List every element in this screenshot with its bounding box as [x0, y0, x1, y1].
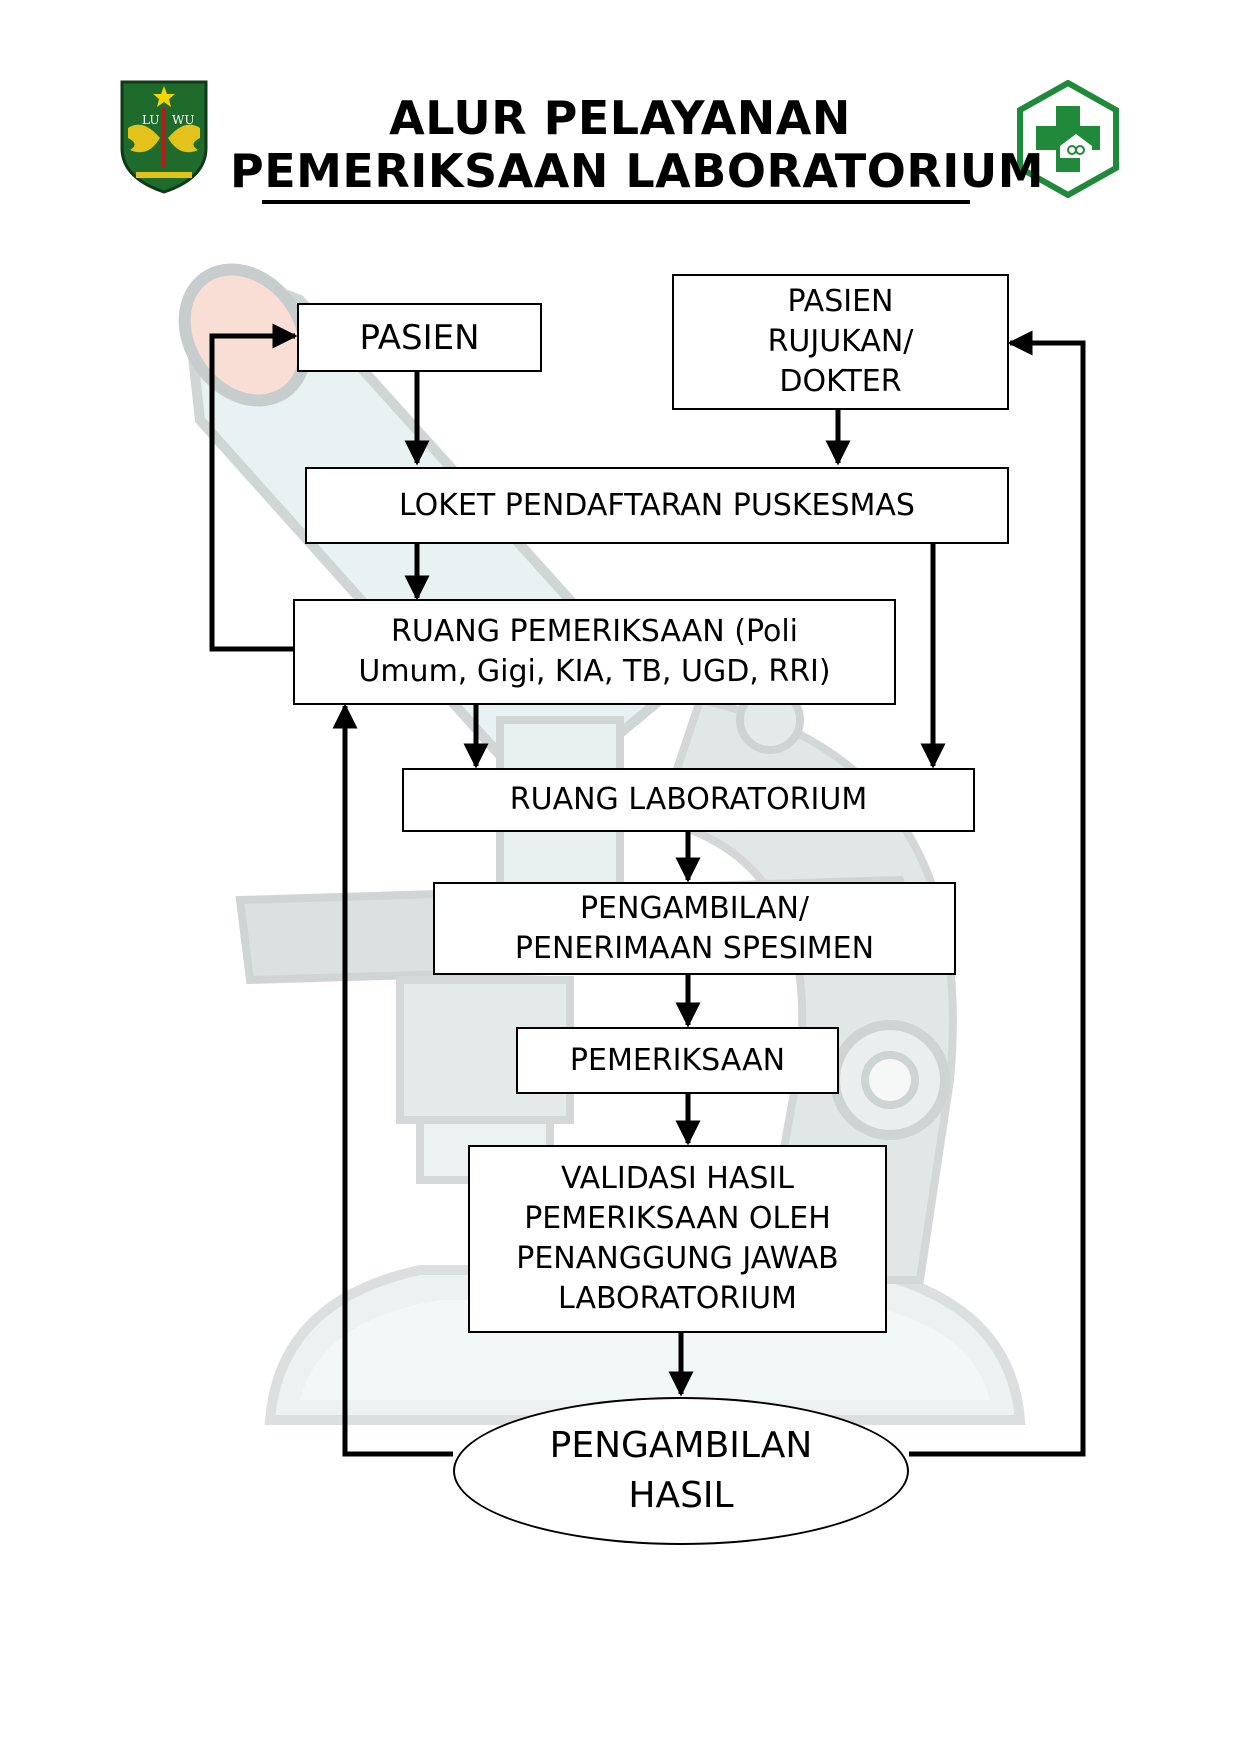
box-lab-label: RUANG LABORATORIUM: [509, 782, 868, 817]
box-ruang-line-1: RUANG PEMERIKSAAN (Poli: [390, 614, 798, 649]
box-pemeriksaan-label: PEMERIKSAAN: [569, 1042, 786, 1078]
box-ruang-laboratorium: RUANG LABORATORIUM: [402, 768, 975, 832]
oval-line-2: HASIL: [628, 1475, 734, 1516]
arrow-hasil-ruang: [332, 703, 453, 1457]
box-validasi-line-1: VALIDASI HASIL: [561, 1161, 794, 1196]
box-rujukan-line-3: DOKTER: [779, 364, 902, 399]
arrow-hasil-rujukan: [909, 330, 1086, 1457]
box-ruang-pemeriksaan: RUANG PEMERIKSAAN (Poli Umum, Gigi, KIA,…: [293, 599, 896, 705]
title-line-2: PEMERIKSAAN LABORATORIUM: [230, 144, 1045, 198]
box-spesimen-line-1: PENGAMBILAN/: [579, 890, 810, 926]
box-validasi-line-2: PEMERIKSAAN OLEH: [524, 1201, 831, 1236]
box-validasi-hasil: VALIDASI HASIL PEMERIKSAAN OLEH PENANGGU…: [468, 1145, 887, 1333]
arrow-ruang-pasien-loop: [209, 323, 298, 652]
luwu-regency-emblem-icon: LU WU: [120, 80, 208, 194]
box-loket-pendaftaran: LOKET PENDAFTARAN PUSKESMAS: [305, 467, 1009, 544]
box-validasi-line-3: PENANGGUNG JAWAB: [516, 1241, 839, 1276]
box-pasien-label: PASIEN: [359, 317, 480, 358]
puskesmas-cross-logo-icon: [1017, 80, 1119, 198]
box-pasien: PASIEN: [297, 303, 542, 372]
box-rujukan-line-2: RUJUKAN/: [767, 324, 914, 359]
svg-text:WU: WU: [172, 113, 194, 127]
box-rujukan-line-1: PASIEN: [787, 284, 894, 319]
box-spesimen-line-2: PENERIMAAN SPESIMEN: [514, 930, 875, 966]
box-validasi-line-4: LABORATORIUM: [558, 1281, 797, 1316]
svg-text:LU: LU: [142, 113, 159, 127]
box-loket-label: LOKET PENDAFTARAN PUSKESMAS: [399, 487, 915, 523]
title-line-1: ALUR PELAYANAN: [389, 91, 851, 145]
box-pasien-rujukan: PASIEN RUJUKAN/ DOKTER: [672, 274, 1009, 410]
title-underline: [262, 200, 970, 204]
box-ruang-line-2: Umum, Gigi, KIA, TB, UGD, RRI): [358, 654, 831, 689]
oval-line-1: PENGAMBILAN: [549, 1425, 813, 1466]
box-pemeriksaan: PEMERIKSAAN: [516, 1027, 839, 1094]
oval-pengambilan-hasil: PENGAMBILAN HASIL: [453, 1397, 909, 1545]
box-pengambilan-spesimen: PENGAMBILAN/ PENERIMAAN SPESIMEN: [433, 882, 956, 975]
